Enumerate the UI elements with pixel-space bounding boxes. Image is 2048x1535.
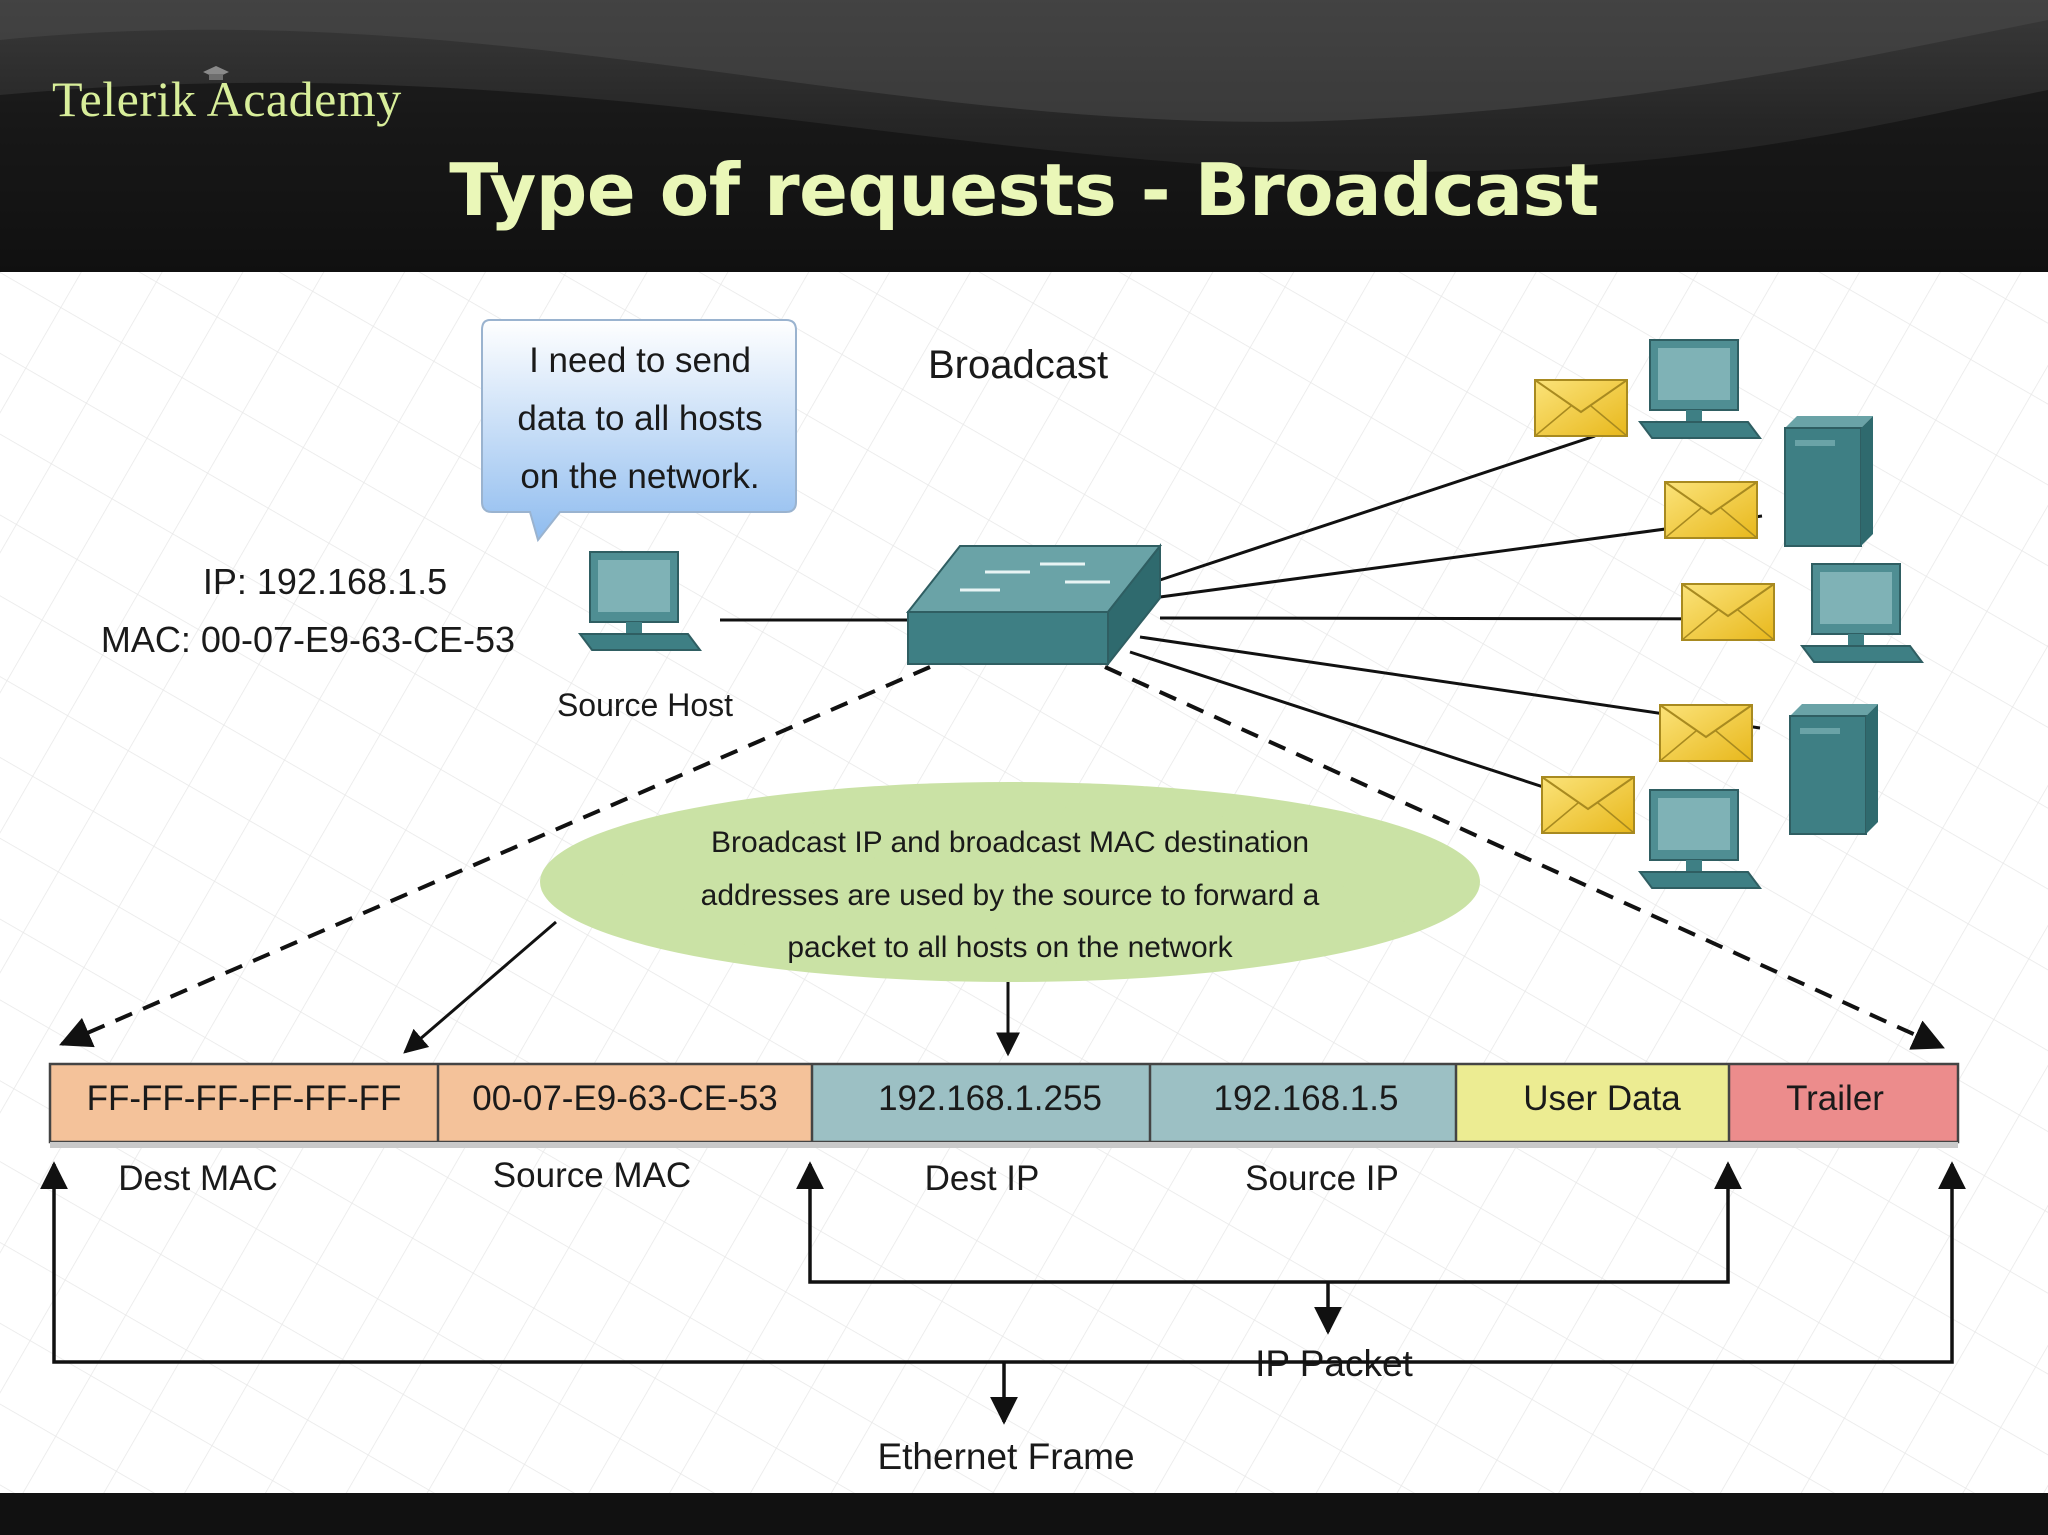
frame-field-dest-mac [50, 1064, 438, 1142]
frame-field-user-data [1456, 1064, 1729, 1142]
frame-caption-dest-ip: Dest IP [925, 1159, 1040, 1198]
graduation-cap-icon [203, 66, 229, 80]
note-line-2: addresses are used by the source to forw… [701, 879, 1320, 912]
frame-field-source-ip [1150, 1064, 1456, 1142]
broadcast-diagram: Broadcast I need to send data to all hos… [0, 272, 2048, 1493]
destination-server-icon [1784, 415, 1874, 547]
frame-field-trailer [1729, 1064, 1958, 1142]
bubble-line-3: on the network. [520, 457, 759, 496]
dashed-arrow-right [1104, 665, 1945, 1050]
note-arrow-to-mac [403, 920, 557, 1054]
envelope-icon [1534, 379, 1628, 437]
ethernet-frame-bracket [40, 1161, 1966, 1425]
source-host-label: Source Host [557, 687, 733, 723]
diagram-heading: Broadcast [928, 343, 1108, 387]
envelope-icon [1659, 704, 1753, 762]
frame-value-source-mac: 00-07-E9-63-CE-53 [472, 1079, 777, 1118]
ip-packet-bracket [796, 1161, 1742, 1335]
logo: Telerik Academy [52, 66, 402, 128]
frame-field-source-mac [438, 1064, 812, 1142]
frame-caption-source-ip: Source IP [1245, 1159, 1399, 1198]
header-swoosh-decoration [0, 0, 2048, 272]
broadcast-links [1129, 434, 1771, 814]
slide-title: Type of requests - Broadcast [449, 148, 1599, 232]
frame-value-source-ip: 192.168.1.5 [1214, 1079, 1399, 1118]
bubble-line-2: data to all hosts [517, 399, 762, 438]
frame-caption-source-mac: Source MAC [493, 1156, 691, 1195]
frame-field-dest-ip [812, 1064, 1150, 1142]
frame-value-dest-mac: FF-FF-FF-FF-FF-FF [87, 1079, 402, 1118]
note-line-1: Broadcast IP and broadcast MAC destinati… [711, 826, 1309, 859]
frame-value-dest-ip: 192.168.1.255 [878, 1079, 1102, 1118]
slide-header: Telerik Academy Type of requests - Broad… [0, 0, 2048, 272]
switch-icon [905, 543, 1163, 667]
broadcast-note: Broadcast IP and broadcast MAC destinati… [540, 782, 1480, 982]
envelope-icon [1664, 481, 1758, 539]
frame-caption-dest-mac: Dest MAC [118, 1159, 277, 1198]
source-mac-label: MAC: 00-07-E9-63-CE-53 [101, 619, 515, 660]
dashed-arrow-left [59, 665, 931, 1048]
bubble-line-1: I need to send [529, 341, 751, 380]
frame-value-user-data: User Data [1523, 1079, 1681, 1118]
slide-footer-bar [0, 1493, 2048, 1535]
note-line-3: packet to all hosts on the network [787, 931, 1233, 964]
ethernet-frame-label: Ethernet Frame [877, 1436, 1134, 1477]
speech-bubble: I need to send data to all hosts on the … [481, 319, 797, 543]
logo-text: Telerik Academy [52, 71, 402, 127]
ethernet-frame-fields: FF-FF-FF-FF-FF-FF 00-07-E9-63-CE-53 192.… [48, 1062, 1960, 1148]
source-ip-label: IP: 192.168.1.5 [203, 561, 447, 602]
envelope-icon [1541, 776, 1635, 834]
envelope-icon [1681, 583, 1775, 641]
destination-server-icon [1789, 703, 1879, 835]
frame-value-trailer: Trailer [1786, 1079, 1884, 1118]
